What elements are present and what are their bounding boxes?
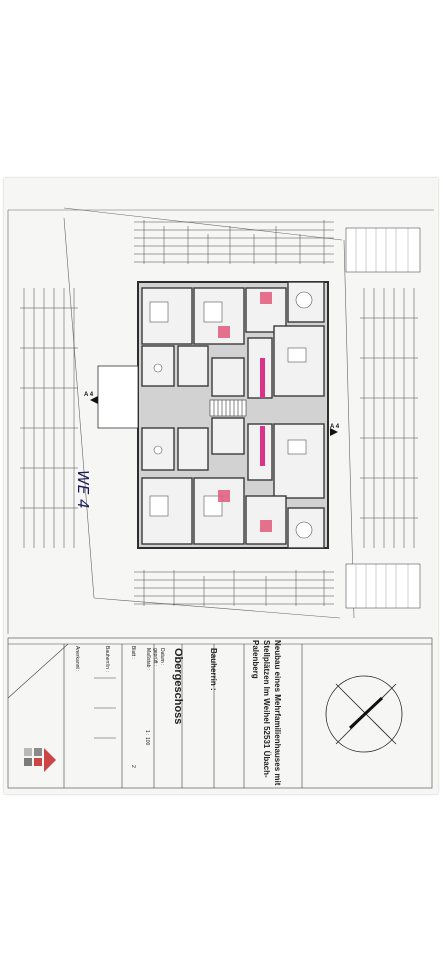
checked-label-text: geprüft :: [152, 648, 158, 667]
scale-value: 1 : 100: [144, 730, 150, 746]
section-mark-right: A 4: [330, 424, 340, 430]
date-label: Datum : geprüft : Maßstab :: [144, 648, 165, 670]
project-title: Neubau eines Mehrfamilienhauses mit Stel…: [251, 640, 282, 786]
scale-label-text: Maßstab :: [145, 648, 151, 671]
floor-plan-drawing: [7, 207, 434, 789]
client-label: Bauherrin :: [209, 648, 218, 691]
date-label-text: Datum :: [159, 648, 165, 666]
drawing-title: Obergeschoss: [172, 648, 184, 725]
sheet-label: Blatt :: [130, 646, 136, 659]
client2-label: Bauherr/in :: [104, 646, 110, 672]
recognition-label: Anerkannt :: [74, 646, 80, 672]
sheet-value: 2: [130, 765, 136, 768]
plan-sheet: [4, 178, 438, 794]
handwritten-annotation: WE 4: [74, 470, 92, 509]
section-mark-left: A 4: [84, 392, 94, 398]
company-logo-mark: [24, 748, 56, 772]
